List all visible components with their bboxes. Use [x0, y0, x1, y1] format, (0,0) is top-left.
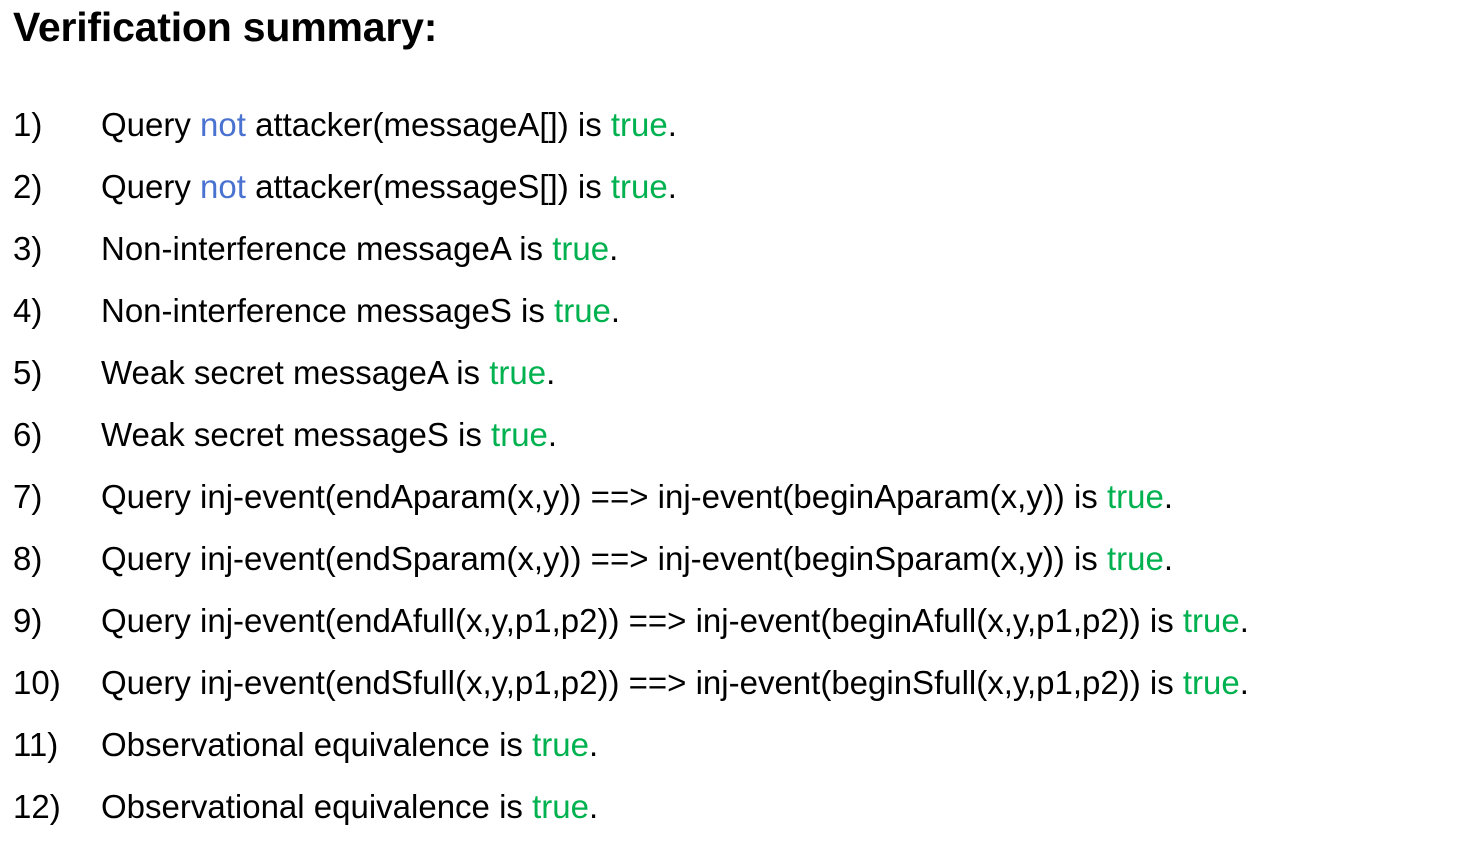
list-item: 5) Weak secret messageA is true. [0, 342, 1459, 404]
list-item-text: Weak secret messageA is true. [101, 342, 555, 404]
result-value: true [491, 416, 548, 453]
list-item-number: 12) [13, 788, 61, 825]
result-value: true [1106, 478, 1164, 515]
text-fragment: . [667, 168, 677, 205]
result-value: true [554, 292, 611, 329]
list-item: 11) Observational equivalence is true. [0, 714, 1459, 776]
list-item-number: 4) [13, 292, 43, 329]
text-fragment: Query [101, 168, 201, 205]
text-fragment: attacker(messageA[]) is [245, 106, 611, 143]
list-item-text: Query inj-event(endSparam(x,y)) ==> inj-… [101, 528, 1173, 590]
list-item: 1) Query not attacker(messageA[]) is true… [0, 94, 1459, 156]
keyword-not: not [200, 168, 246, 205]
text-fragment: . [1239, 602, 1249, 639]
text-fragment: . [667, 106, 677, 143]
keyword-not: not [200, 106, 246, 143]
list-item-number: 10) [13, 664, 61, 701]
text-fragment: . [1163, 540, 1174, 577]
text-fragment: . [1239, 664, 1249, 701]
list-item-number: 3) [13, 230, 43, 267]
list-item: 7) Query inj-event(endAparam(x,y)) ==> in… [0, 466, 1459, 528]
list-item-text: Weak secret messageS is true. [101, 404, 557, 466]
text-fragment: Query [101, 106, 201, 143]
text-fragment: Non-interference messageA is [101, 230, 553, 267]
list-item-number: 6) [13, 416, 43, 453]
result-value: true [552, 230, 610, 267]
list-item-text: Observational equivalence is true. [101, 776, 598, 838]
list-item: 3) Non-interference messageA is true. [0, 218, 1459, 280]
text-fragment: . [609, 230, 619, 267]
list-item: 6) Weak secret messageS is true. [0, 404, 1459, 466]
result-value: true [610, 168, 668, 205]
text-fragment: . [547, 416, 558, 453]
result-value: true [1106, 540, 1164, 577]
text-fragment: . [588, 726, 599, 763]
result-value: true [610, 106, 668, 143]
result-value: true [1182, 664, 1240, 701]
list-item-number: 5) [13, 354, 43, 391]
result-value: true [489, 354, 547, 391]
list-item-text: Query inj-event(endAparam(x,y)) ==> inj-… [101, 466, 1173, 528]
list-item: 12) Observational equivalence is true. [0, 776, 1459, 838]
text-fragment: Query inj-event(endSparam(x,y)) ==> inj-… [101, 540, 1107, 577]
text-fragment: Non-interference messageS is [101, 292, 555, 329]
list-item: 2) Query not attacker(messageS[]) is true… [0, 156, 1459, 218]
text-fragment: Query inj-event(endAfull(x,y,p1,p2)) ==>… [101, 602, 1183, 639]
list-item-text: Query not attacker(messageS[]) is true. [101, 156, 677, 218]
list-item-text: Query inj-event(endAfull(x,y,p1,p2)) ==>… [101, 590, 1249, 652]
list-item: 8) Query inj-event(endSparam(x,y)) ==> in… [0, 528, 1459, 590]
list-item-text: Non-interference messageA is true. [101, 218, 618, 280]
list-item-number: 11) [13, 726, 59, 763]
result-value: true [532, 726, 589, 763]
text-fragment: Query inj-event(endAparam(x,y)) ==> inj-… [101, 478, 1107, 515]
text-fragment: Observational equivalence is [101, 726, 533, 763]
verification-results-list: 1) Query not attacker(messageA[]) is true… [0, 94, 1459, 838]
text-fragment: Weak secret messageA is [101, 354, 490, 391]
text-fragment: attacker(messageS[]) is [245, 168, 611, 205]
list-item-number: 2) [13, 168, 43, 205]
list-item-number: 9) [13, 602, 43, 639]
list-item-text: Non-interference messageS is true. [101, 280, 620, 342]
list-item-text: Query inj-event(endSfull(x,y,p1,p2)) ==>… [101, 652, 1249, 714]
text-fragment: . [588, 788, 599, 825]
text-fragment: . [546, 354, 556, 391]
result-value: true [1182, 602, 1240, 639]
text-fragment: . [610, 292, 621, 329]
text-fragment: . [1163, 478, 1174, 515]
list-item-number: 8) [13, 540, 43, 577]
list-item: 10) Query inj-event(endSfull(x,y,p1,p2)) … [0, 652, 1459, 714]
list-item-number: 1) [13, 106, 43, 143]
list-item-text: Query not attacker(messageA[]) is true. [101, 94, 677, 156]
list-item: 4) Non-interference messageS is true. [0, 280, 1459, 342]
text-fragment: Observational equivalence is [101, 788, 533, 825]
page-title: Verification summary: [13, 4, 438, 50]
list-item-number: 7) [13, 478, 43, 515]
text-fragment: Query inj-event(endSfull(x,y,p1,p2)) ==>… [101, 664, 1183, 701]
list-item-text: Observational equivalence is true. [101, 714, 598, 776]
list-item: 9) Query inj-event(endAfull(x,y,p1,p2)) =… [0, 590, 1459, 652]
text-fragment: Weak secret messageS is [101, 416, 492, 453]
result-value: true [532, 788, 589, 825]
